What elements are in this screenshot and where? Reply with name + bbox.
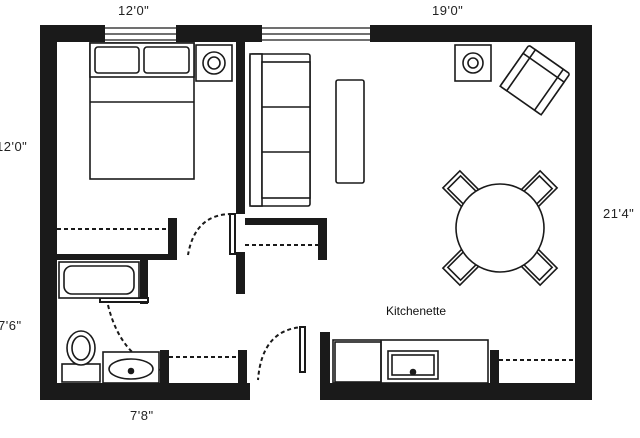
toilet-tank — [61, 363, 101, 383]
wall-bottom-left — [40, 383, 250, 400]
wall-left — [40, 25, 57, 400]
pillow-left — [94, 46, 140, 74]
wall-kitchen-right-stub — [490, 350, 499, 383]
window-living — [262, 27, 370, 41]
bed — [89, 42, 195, 180]
windows — [105, 27, 370, 41]
nightstand — [195, 44, 233, 82]
door-leaves — [99, 213, 306, 373]
bathtub — [58, 261, 140, 299]
bedroom-door-swing — [187, 213, 233, 256]
wall-right — [575, 25, 592, 400]
wall-top-right — [370, 25, 590, 42]
bedroom-door-leaf — [229, 213, 236, 255]
wall-bedroom-living — [236, 42, 245, 214]
wall-closet-right — [318, 218, 327, 260]
wall-bath-right — [160, 350, 169, 383]
side-table — [454, 44, 492, 82]
room-label-kitchenette: Kitchenette — [386, 304, 447, 318]
wall-bottom-right — [320, 383, 592, 400]
wall-bath-divider — [140, 254, 148, 304]
counter-side — [440, 342, 486, 382]
nightstand-box — [195, 44, 233, 82]
wall-top-middle — [176, 25, 262, 42]
armchair — [499, 45, 570, 116]
stove-or-fridge — [334, 341, 382, 383]
bath-sink — [102, 351, 160, 384]
toilet — [61, 330, 101, 383]
dining-set — [441, 169, 559, 287]
dimension-left-lower: 7'6" — [0, 318, 22, 333]
wall-closet-top — [245, 218, 327, 225]
wall-hall-stub — [238, 350, 247, 383]
entry-door-leaf — [299, 326, 306, 373]
dining-table — [455, 183, 545, 273]
dimension-top-right: 19'0" — [432, 3, 464, 18]
wall-bath-top-stub — [57, 254, 177, 260]
dimension-bottom-left: 7'8" — [130, 408, 154, 423]
sofa — [249, 53, 311, 207]
closet-lines — [57, 228, 575, 361]
entry-door-swing — [257, 326, 306, 381]
sofa-back — [249, 53, 263, 207]
window-bedroom — [105, 27, 176, 41]
exterior-walls — [40, 25, 592, 400]
pillow-right — [143, 46, 190, 74]
wall-bedroom-living-lower — [236, 252, 245, 294]
tub-inner — [63, 265, 135, 295]
wall-kitchen-left — [320, 332, 330, 383]
wall-bedroom-closet-stub — [168, 218, 177, 260]
coffee-table — [335, 79, 365, 184]
dimension-top-left: 12'0" — [118, 3, 150, 18]
kitchenette — [332, 339, 489, 384]
interior-walls — [57, 42, 499, 383]
dimension-right: 21'4" — [603, 206, 635, 221]
dimension-left-upper: 12'0" — [0, 139, 28, 154]
